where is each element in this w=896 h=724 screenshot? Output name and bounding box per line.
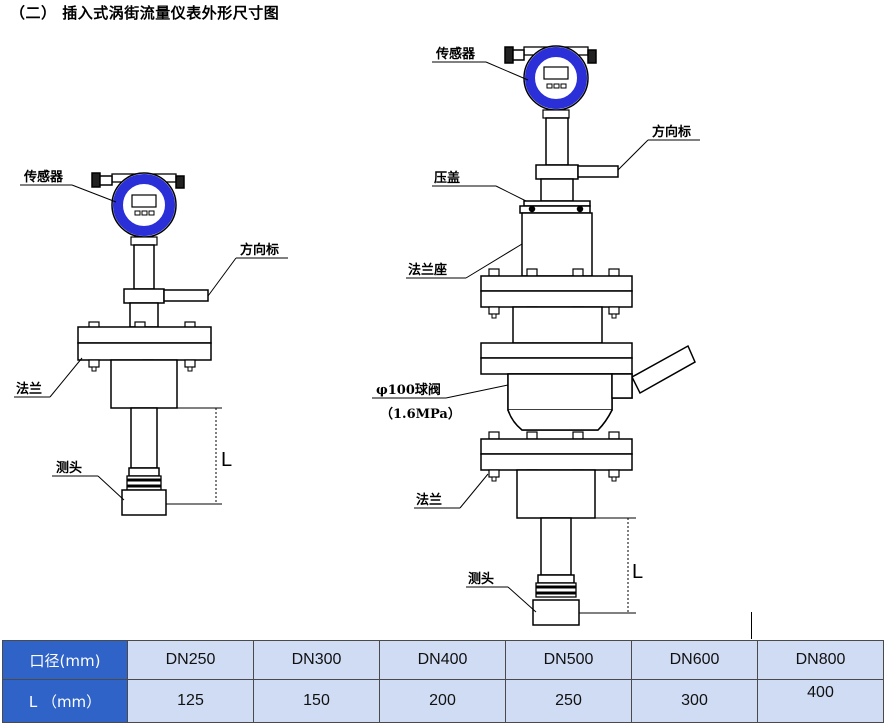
left-meter-drawing <box>14 172 288 516</box>
size-cell: DN400 <box>379 640 506 680</box>
left-probe-label: 测头 <box>56 460 82 476</box>
table-row-length: L （mm） 125 150 200 250 300 400 <box>2 679 884 723</box>
length-cell: 400 <box>757 679 884 723</box>
table-divider-tick <box>751 612 752 639</box>
size-cell: DN300 <box>253 640 380 680</box>
left-sensor-label: 传感器 <box>23 169 64 185</box>
table-row-diameter: 口径(mm) DN250 DN300 DN400 DN500 DN600 DN8… <box>2 640 884 680</box>
dimension-table: 口径(mm) DN250 DN300 DN400 DN500 DN600 DN8… <box>2 640 884 723</box>
left-sensor-head-icon <box>91 172 185 246</box>
right-flange-seat-label: 法兰座 <box>408 262 447 278</box>
size-cell: DN800 <box>757 640 884 680</box>
right-flange-label: 法兰 <box>416 492 442 508</box>
size-cell: DN250 <box>127 640 254 680</box>
length-cell: 125 <box>127 679 254 723</box>
right-sensor-head-icon <box>504 45 597 119</box>
diameter-header: 口径(mm) <box>2 640 128 680</box>
left-direction-mark-label: 方向标 <box>240 242 279 258</box>
length-cell: 250 <box>505 679 632 723</box>
left-flange-label: 法兰 <box>16 381 42 397</box>
right-ball-valve-pressure-label: （1.6MPa） <box>380 406 461 422</box>
left-dimension-label: L <box>221 449 232 471</box>
size-cell: DN500 <box>505 640 632 680</box>
right-sensor-label: 传感器 <box>435 46 476 62</box>
right-probe-label: 测头 <box>468 571 494 587</box>
size-cell: DN600 <box>631 640 758 680</box>
length-cell: 200 <box>379 679 506 723</box>
length-cell: 300 <box>631 679 758 723</box>
right-direction-mark-label: 方向标 <box>652 124 691 140</box>
page-title: （二） 插入式涡街流量仪表外形尺寸图 <box>10 4 280 22</box>
right-ball-valve-label: φ100球阀 <box>376 382 441 398</box>
right-meter-drawing <box>372 45 700 626</box>
right-gland-label: 压盖 <box>434 170 460 186</box>
dimension-drawing: 传感器 方向标 法兰 测头 L <box>14 45 700 626</box>
length-header: L （mm） <box>2 679 128 723</box>
length-cell: 150 <box>253 679 380 723</box>
right-dimension-label: L <box>632 561 643 583</box>
